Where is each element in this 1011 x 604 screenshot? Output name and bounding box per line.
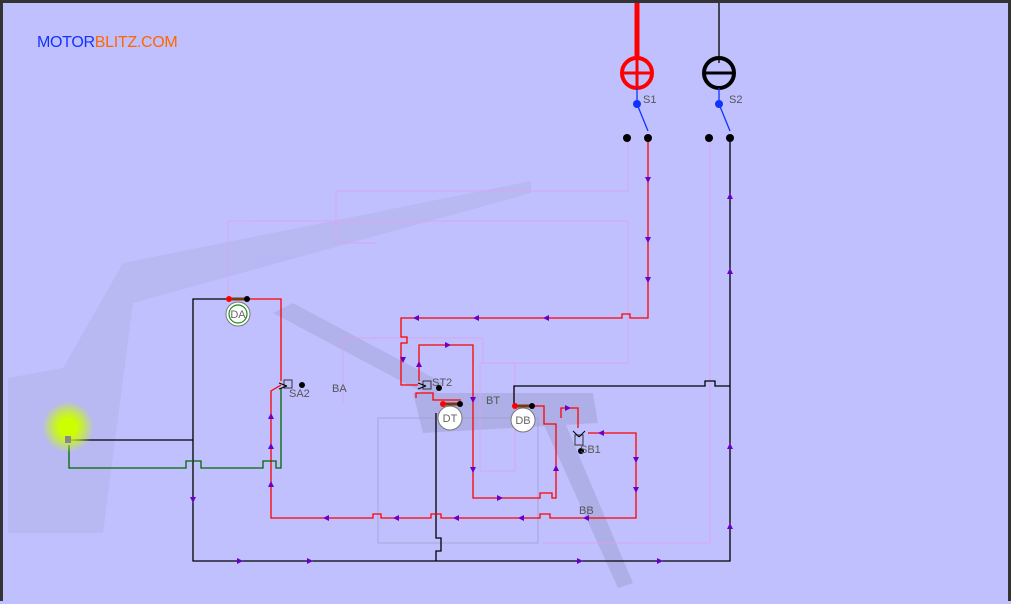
svg-text:ST2: ST2	[432, 377, 452, 389]
wiring-diagram: S1 S2 DA DT DB	[8, 3, 742, 588]
motor-da[interactable]: DA	[225, 296, 251, 327]
switch-sa2[interactable]: SA2	[278, 379, 310, 400]
svg-text:DT: DT	[443, 413, 458, 425]
svg-text:DA: DA	[230, 309, 246, 321]
svg-text:DB: DB	[515, 415, 530, 427]
svg-text:SA2: SA2	[289, 388, 310, 400]
section-bb-label: BB	[579, 505, 594, 517]
machine-silhouette	[8, 181, 633, 588]
terminal-plus[interactable]: S1	[620, 56, 656, 142]
switch-st2[interactable]: ST2	[417, 377, 452, 391]
terminal-minus[interactable]: S2	[702, 56, 742, 142]
negative-wires	[69, 3, 731, 562]
switch-sb1[interactable]: SB1	[572, 430, 601, 456]
lamp-wire	[68, 388, 282, 469]
section-ba-label: BA	[332, 383, 347, 395]
motor-db[interactable]: DB	[510, 403, 536, 433]
svg-text:SB1: SB1	[580, 444, 601, 456]
positive-wires	[248, 3, 649, 519]
motor-dt[interactable]: DT	[437, 401, 463, 431]
logo: MOTORBLITZ.COM	[37, 34, 178, 51]
lamp-icon	[42, 401, 94, 453]
section-bt-label: BT	[486, 395, 500, 407]
s1-label: S1	[643, 94, 656, 106]
s2-label: S2	[729, 94, 742, 106]
flow-arrows	[190, 177, 733, 564]
